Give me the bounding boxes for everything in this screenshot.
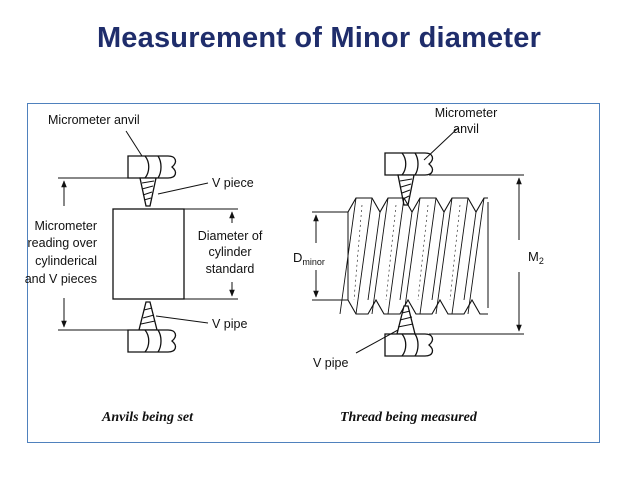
d-minor-label: Dminor [293,250,325,267]
svg-text:Diameter of: Diameter of [198,229,263,243]
svg-text:Micrometer: Micrometer [435,106,498,120]
right-v-pipe-label: V pipe [313,356,348,370]
svg-text:cylinderical: cylinderical [35,254,97,268]
right-bottom-anvil [384,333,434,357]
left-caption: Anvils being set [101,410,194,425]
left-diameter-label: Diameter of cylinder standard [198,229,263,276]
svg-text:standard: standard [206,262,255,276]
left-anvil-label: Micrometer anvil [48,113,140,127]
slide-title: Measurement of Minor diameter [96,22,542,54]
left-top-anvil [127,155,177,179]
left-v-piece-label: V piece [212,176,254,190]
right-top-anvil [384,152,434,176]
right-figure [312,127,524,357]
threaded-workpiece [339,197,489,315]
left-bottom-anvil [127,329,177,353]
right-caption: Thread being measured [340,410,478,425]
svg-text:cylinder: cylinder [208,245,251,259]
right-bottom-v-pipe [396,305,416,335]
cylinder-standard [112,208,185,300]
left-bottom-v-pipe [138,301,158,331]
left-reading-label: Micrometer reading over cylinderical and… [25,219,97,286]
left-v-pipe-label: V pipe [212,317,247,331]
svg-text:and V pieces: and V pieces [25,272,97,286]
m2-label: M2 [528,249,544,266]
svg-text:Micrometer: Micrometer [34,219,97,233]
svg-text:anvil: anvil [453,122,479,136]
right-anvil-label: Micrometer anvil [435,106,498,136]
left-top-v-piece [139,177,157,207]
svg-text:reading over: reading over [28,236,98,250]
left-figure [58,130,238,353]
